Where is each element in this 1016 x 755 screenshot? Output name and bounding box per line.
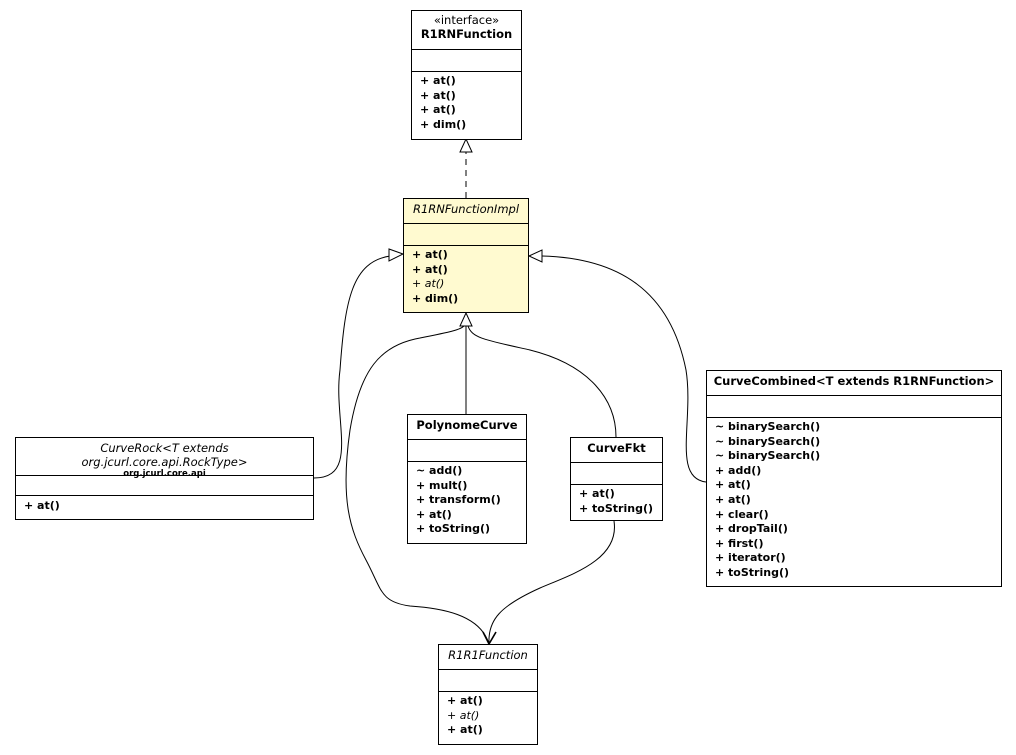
operations-list: ~ add() + mult() + transform() + at() + … [416,464,522,537]
class-r1rnfunctionimpl[interactable]: R1RNFunctionImpl + at() + at() + at() + … [403,198,529,313]
class-name: CurveFkt [587,441,646,455]
operations-list: + at() + at() + at() + dim() [412,248,524,306]
operation: + at() [24,499,60,512]
operation: + at() [447,723,483,737]
class-curvecombined[interactable]: CurveCombined<T extends R1RNFunction> ~ … [706,370,1002,587]
operation: + clear() [715,507,769,521]
class-name: CurveCombined<T extends R1RNFunction> [713,374,995,388]
generalization-line-r1r1 [345,325,490,645]
operation: + at() [579,487,615,500]
class-name: R1RNFunctionImpl [412,202,520,216]
package-label: org.jcurl.core.api [123,469,206,479]
operation: + at() [715,492,751,506]
generalization-line-curverock [313,255,391,479]
operation: + at() [412,248,448,261]
operations-list: + at() + at() + at() [447,694,533,738]
operation-abstract: + at() [447,708,480,722]
operation: ~ binarySearch() [715,420,821,433]
operation: + at() [420,103,456,117]
generalization-arrowhead-curvecombined [527,249,543,263]
realization-arrowhead [459,137,473,153]
operation: + add() [715,463,762,477]
operation: + mult() [416,478,468,492]
operation: + toString() [579,501,653,515]
class-name: R1RNFunction [420,27,513,41]
operations-list: + at() + toString() [579,487,658,516]
operation: + dim() [420,117,467,131]
class-name: R1R1Function [448,648,528,662]
generalization-arrowhead-impl-bottom [459,311,473,327]
class-r1rnfunction[interactable]: «interface» R1RNFunction + at() + at() +… [411,10,522,140]
operation: + at() [416,507,452,521]
operations-list: + at() + at() + at() + dim() [420,74,517,132]
operation: + dropTail() [715,522,788,536]
operation: + at() [715,478,751,492]
operation: ~ add() [416,464,463,477]
operation: + at() [420,88,456,102]
operation: + toString() [715,565,789,579]
operation: + at() [420,74,456,87]
operation: ~ binarySearch() [715,449,821,463]
operation: + at() [447,694,483,707]
operation-abstract: + at() [412,277,445,291]
generalization-line-curvefkt [467,325,617,438]
operation: + at() [412,262,448,276]
operations-list: ~ binarySearch() ~ binarySearch() ~ bina… [715,420,997,581]
generalization-arrowhead-curverock [388,248,405,262]
class-curverock[interactable]: CurveRock<T extends org.jcurl.core.api.R… [15,437,314,520]
class-polynomecurve[interactable]: PolynomeCurve ~ add() + mult() + transfo… [407,414,527,544]
operations-list: + at() [24,499,309,514]
operation: + transform() [416,493,501,507]
class-name: PolynomeCurve [416,418,518,432]
operation: + iterator() [715,551,786,565]
dependency-line-curvefkt [488,520,615,644]
stereotype-label: «interface» [433,13,500,27]
operation: ~ binarySearch() [715,434,821,448]
generalization-line-curvecombined [541,255,707,483]
class-name: CurveRock<T extends org.jcurl.core.api.R… [81,441,248,469]
class-curvefkt[interactable]: CurveFkt + at() + toString() [570,437,663,521]
operation: + first() [715,536,764,550]
operation: + dim() [412,291,459,305]
class-r1r1function[interactable]: R1R1Function + at() + at() + at() [438,644,538,745]
operation: + toString() [416,522,490,536]
